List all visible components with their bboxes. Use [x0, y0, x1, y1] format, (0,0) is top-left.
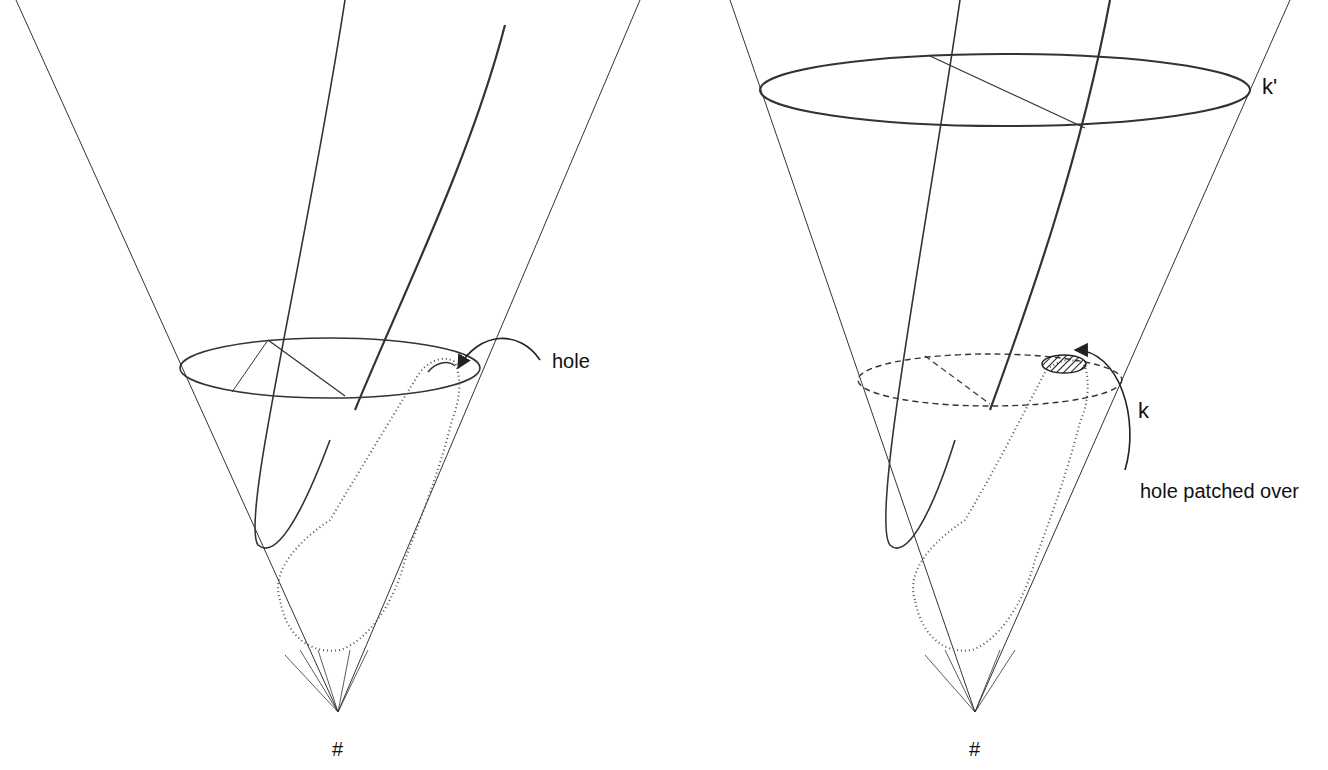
label-text: #	[332, 738, 343, 761]
right-cone	[730, 0, 1290, 712]
left-cone	[16, 0, 640, 712]
label-text: k	[1138, 398, 1149, 423]
label-text: hole	[552, 350, 590, 373]
label-text: #	[969, 738, 980, 761]
label-text: k'	[1262, 74, 1277, 99]
label-text: hole patched over	[1140, 480, 1300, 503]
